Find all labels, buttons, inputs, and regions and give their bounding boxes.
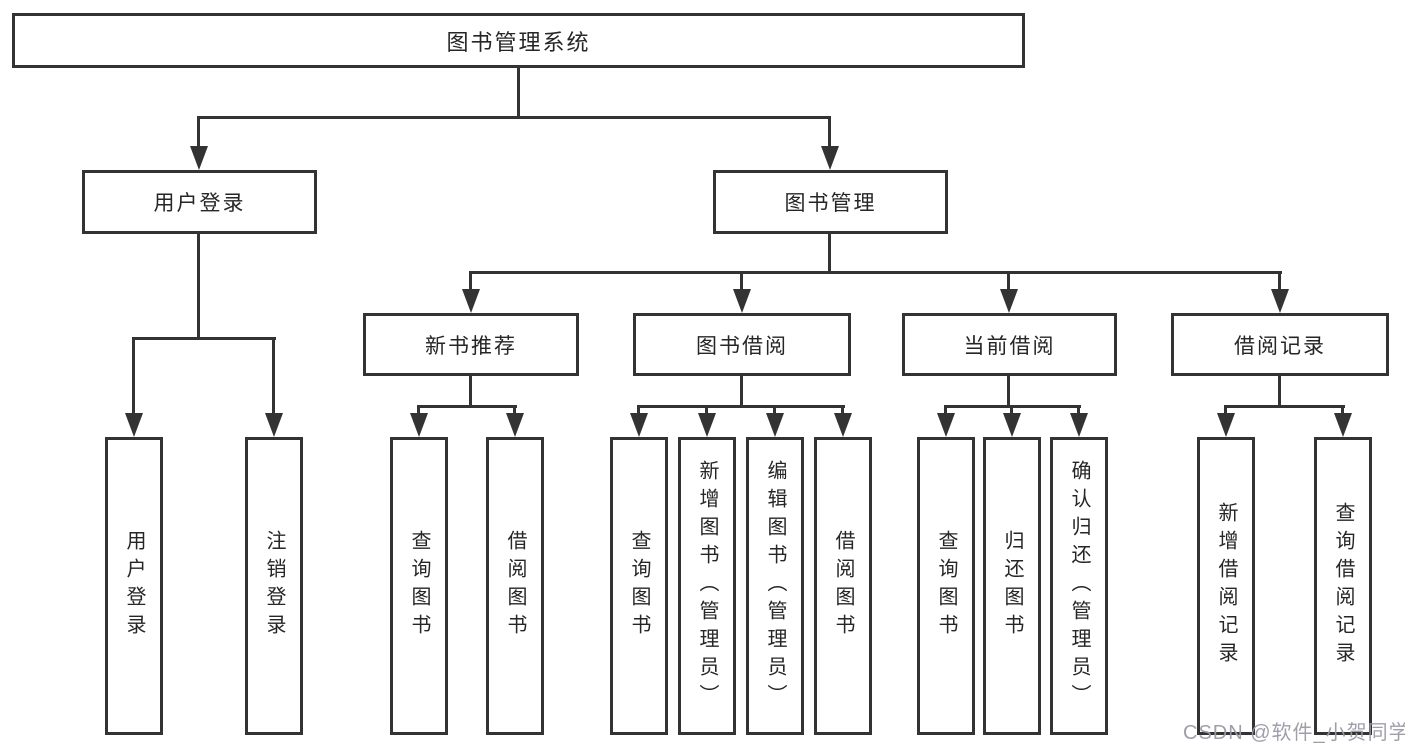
connector-drop <box>944 405 947 415</box>
connector-drop <box>1341 405 1344 415</box>
leaf-query-books-borrow: 查询图书 <box>610 437 668 735</box>
arrowhead-down <box>630 413 648 437</box>
connector-stem <box>828 232 831 274</box>
leaf-add-books-admin: 新增图书（管理员） <box>678 437 736 735</box>
arrowhead-down <box>125 413 143 437</box>
leaf-query-books-recommend: 查询图书 <box>390 437 448 735</box>
connector-stem <box>740 374 743 407</box>
arrowhead-down <box>1217 413 1235 437</box>
connector-hbar <box>637 405 845 408</box>
leaf-borrow-books: 借阅图书 <box>814 437 872 735</box>
connector-hbar <box>469 271 1282 274</box>
arrowhead-down <box>265 413 283 437</box>
node-root-library-system: 图书管理系统 <box>12 13 1025 68</box>
arrowhead-down <box>1334 413 1352 437</box>
arrowhead-down <box>834 413 852 437</box>
node-user-login: 用户登录 <box>82 170 317 234</box>
watermark: CSDN @软件_小贺同学 <box>1183 722 1405 744</box>
leaf-confirm-return-admin: 确认归还（管理员） <box>1050 437 1108 735</box>
arrowhead-down <box>506 413 524 437</box>
connector-drop <box>1224 405 1227 415</box>
connector-drop <box>417 405 420 415</box>
connector-drop <box>197 116 200 148</box>
connector-drop <box>132 337 135 413</box>
arrowhead-down <box>937 413 955 437</box>
leaf-borrow-books-recommend: 借阅图书 <box>486 437 544 735</box>
node-current-borrow: 当前借阅 <box>902 313 1117 376</box>
connector-stem <box>1278 374 1281 407</box>
leaf-edit-books-admin: 编辑图书（管理员） <box>746 437 804 735</box>
connector-drop <box>469 271 472 291</box>
connector-drop <box>740 271 743 291</box>
arrowhead-down <box>1271 289 1289 313</box>
connector-stem <box>469 374 472 407</box>
arrowhead-down <box>1000 289 1018 313</box>
connector-stem <box>1007 374 1010 407</box>
connector-stem <box>197 232 200 339</box>
arrowhead-down <box>821 146 839 170</box>
node-new-book-recommend: 新书推荐 <box>363 313 579 376</box>
connector-drop <box>773 405 776 415</box>
connector-hbar <box>1224 405 1345 408</box>
connector-drop <box>1278 271 1281 291</box>
connector-drop <box>1010 405 1013 415</box>
connector-drop <box>841 405 844 415</box>
connector-hbar <box>417 405 517 408</box>
node-borrow-records: 借阅记录 <box>1171 313 1389 376</box>
connector-l1-hbar <box>197 116 831 119</box>
arrowhead-down <box>1070 413 1088 437</box>
leaf-user-login: 用户登录 <box>105 437 163 735</box>
leaf-add-borrow-record: 新增借阅记录 <box>1197 437 1255 735</box>
arrowhead-down <box>462 289 480 313</box>
node-book-borrow: 图书借阅 <box>633 313 851 376</box>
connector-drop <box>637 405 640 415</box>
connector-drop <box>828 116 831 148</box>
leaf-logout: 注销登录 <box>245 437 303 735</box>
connector-drop <box>513 405 516 415</box>
leaf-return-books: 归还图书 <box>983 437 1041 735</box>
leaf-query-books-current: 查询图书 <box>917 437 975 735</box>
connector-drop <box>1077 405 1080 415</box>
arrowhead-down <box>410 413 428 437</box>
leaf-query-borrow-record: 查询借阅记录 <box>1314 437 1372 735</box>
arrowhead-down <box>190 146 208 170</box>
connector-drop <box>705 405 708 415</box>
node-book-management: 图书管理 <box>713 170 948 234</box>
connector-hbar <box>132 337 276 340</box>
connector-root-stem <box>517 66 520 118</box>
arrowhead-down <box>1003 413 1021 437</box>
arrowhead-down <box>733 289 751 313</box>
arrowhead-down <box>698 413 716 437</box>
connector-drop <box>1007 271 1010 291</box>
connector-drop <box>272 337 275 413</box>
arrowhead-down <box>766 413 784 437</box>
